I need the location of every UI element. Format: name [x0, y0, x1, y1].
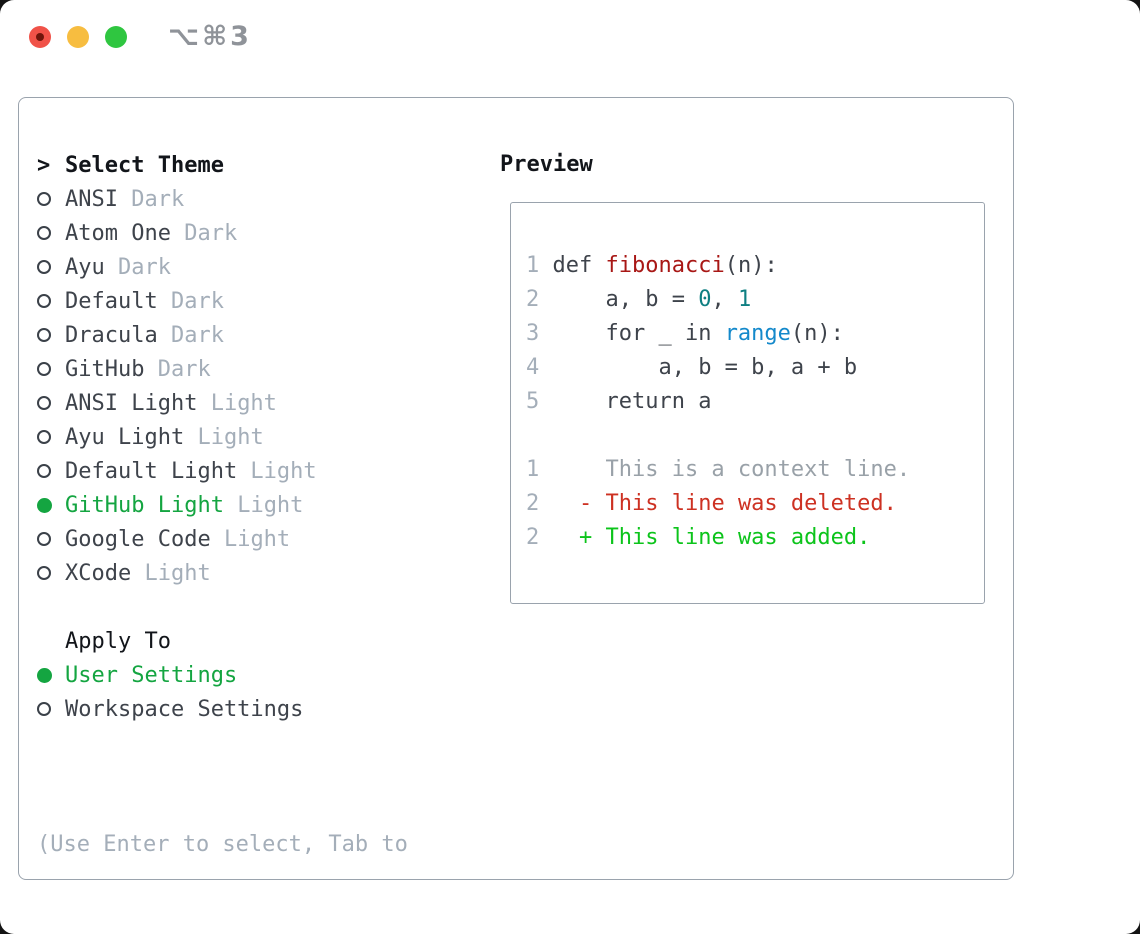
- theme-option-github[interactable]: GitHub Dark: [37, 352, 317, 386]
- line-number: 2: [526, 287, 540, 312]
- window-title: ⌥⌘3: [168, 21, 252, 52]
- radio-icon: [37, 464, 65, 478]
- theme-option-atom-one[interactable]: Atom One Dark: [37, 216, 317, 250]
- radio-icon: [37, 328, 65, 342]
- line-number: 2: [526, 491, 540, 516]
- code-line: 4 a, b = b, a + b: [526, 355, 858, 380]
- code-line: 5 return a: [526, 389, 712, 414]
- theme-option-label: Ayu Light: [65, 424, 185, 450]
- theme-option-label: ANSI: [65, 186, 118, 212]
- theme-option-default[interactable]: Default Dark: [37, 284, 317, 318]
- radio-icon: [37, 192, 65, 206]
- line-number: 1: [526, 457, 540, 482]
- radio-icon: [37, 532, 65, 546]
- theme-option-ayu-light[interactable]: Ayu Light Light: [37, 420, 317, 454]
- theme-variant: Light: [210, 526, 291, 552]
- hint-line-1: (Use Enter to select, Tab to: [37, 832, 408, 857]
- theme-variant: Light: [184, 424, 264, 450]
- theme-option-xcode[interactable]: XCode Light: [37, 556, 317, 590]
- unsaved-changes-dot-icon: [36, 33, 44, 41]
- focus-caret-icon: >: [37, 152, 51, 178]
- radio-icon: [37, 566, 65, 580]
- select-theme-header: > Select Theme: [37, 148, 317, 182]
- apply-option-user-settings[interactable]: User Settings: [37, 658, 303, 692]
- line-number: 4: [526, 355, 540, 380]
- theme-variant: Light: [197, 390, 277, 416]
- theme-variant: Dark: [104, 254, 171, 280]
- preview-title: Preview: [500, 152, 593, 177]
- radio-selected-icon: [37, 497, 65, 513]
- minimize-button[interactable]: [67, 26, 89, 48]
- theme-option-label: Atom One: [65, 220, 171, 246]
- code-line: 3 for _ in range(n):: [526, 321, 844, 346]
- zoom-button[interactable]: [105, 26, 127, 48]
- theme-option-github-light[interactable]: GitHub Light Light: [37, 488, 317, 522]
- theme-variant: Dark: [170, 220, 238, 246]
- apply-option-label: User Settings: [65, 662, 238, 688]
- theme-option-ayu[interactable]: Ayu Dark: [37, 250, 317, 284]
- radio-icon: [37, 430, 65, 444]
- preview-box: 1 def fibonacci(n): 2 a, b = 0, 1 3 for _ …: [510, 202, 985, 604]
- traffic-lights: [29, 26, 127, 48]
- theme-option-google-code[interactable]: Google Code Light: [37, 522, 317, 556]
- radio-icon: [37, 362, 65, 376]
- theme-variant: Light: [237, 458, 317, 484]
- theme-option-label: Dracula: [65, 322, 158, 348]
- close-button[interactable]: [29, 26, 51, 48]
- radio-icon: [37, 260, 65, 274]
- theme-variant: Light: [223, 492, 304, 518]
- radio-icon: [37, 702, 65, 716]
- titlebar: ⌥⌘3: [0, 0, 1140, 76]
- theme-option-label: GitHub Light: [65, 492, 224, 518]
- theme-option-label: XCode: [65, 560, 132, 586]
- theme-option-label: ANSI Light: [65, 390, 198, 416]
- theme-option-dracula[interactable]: Dracula Dark: [37, 318, 317, 352]
- theme-option-label: Default: [65, 288, 158, 314]
- select-theme-label: Select Theme: [65, 152, 224, 178]
- theme-option-ansi-light[interactable]: ANSI Light Light: [37, 386, 317, 420]
- radio-selected-icon: [37, 667, 65, 683]
- diff-added-line: 2 + This line was added.: [526, 525, 871, 550]
- theme-option-label: Google Code: [65, 526, 211, 552]
- apply-to-label: Apply To: [65, 628, 171, 654]
- diff-context-line: 1 This is a context line.: [526, 457, 911, 482]
- theme-option-label: Default Light: [65, 458, 238, 484]
- theme-option-label: GitHub: [65, 356, 145, 382]
- code-line: 1 def fibonacci(n):: [526, 253, 778, 278]
- blank-line: [526, 419, 984, 453]
- radio-icon: [37, 226, 65, 240]
- theme-variant: Dark: [117, 186, 185, 212]
- theme-variant: Dark: [144, 356, 211, 382]
- theme-variant: Dark: [157, 288, 224, 314]
- theme-variant: Dark: [157, 322, 224, 348]
- line-number: 5: [526, 389, 540, 414]
- radio-icon: [37, 396, 65, 410]
- apply-option-workspace-settings[interactable]: Workspace Settings: [37, 692, 303, 726]
- diff-deleted-line: 2 - This line was deleted.: [526, 491, 897, 516]
- line-number: 2: [526, 525, 540, 550]
- line-number: 3: [526, 321, 540, 346]
- theme-variant: Light: [131, 560, 211, 586]
- preview-code: 1 def fibonacci(n): 2 a, b = 0, 1 3 for _ …: [511, 203, 984, 555]
- line-number: 1: [526, 253, 540, 278]
- hint-line-2: change focus): [37, 930, 408, 934]
- theme-option-label: Ayu: [65, 254, 105, 280]
- keyboard-hint: (Use Enter to select, Tab to change focu…: [37, 760, 408, 934]
- radio-icon: [37, 294, 65, 308]
- apply-option-label: Workspace Settings: [65, 696, 304, 722]
- theme-option-ansi[interactable]: ANSI Dark: [37, 182, 317, 216]
- theme-option-default-light[interactable]: Default Light Light: [37, 454, 317, 488]
- apply-to-header: Apply To: [37, 624, 303, 658]
- code-line: 2 a, b = 0, 1: [526, 287, 752, 312]
